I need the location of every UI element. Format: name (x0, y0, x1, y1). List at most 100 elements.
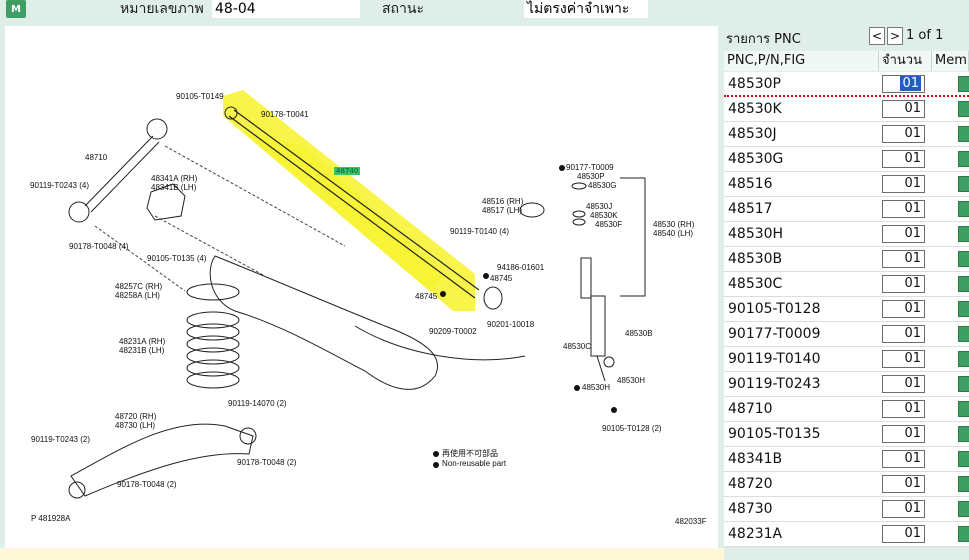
diagram-label[interactable]: 90119-T0243 (4) (30, 181, 89, 190)
diagram-label[interactable]: 48745 (490, 274, 513, 283)
diagram-label[interactable]: 90119-T0243 (2) (31, 435, 90, 444)
memo-icon[interactable] (958, 376, 969, 392)
parts-diagram[interactable]: 48740 90105-T0149 90178-T0041 48710 9011… (5, 26, 718, 548)
diagram-label[interactable]: 48530G (588, 181, 617, 190)
diagram-label[interactable]: 90178-T0048 (4) (69, 242, 129, 251)
memo-icon[interactable] (958, 76, 969, 92)
memo-icon[interactable] (958, 276, 969, 292)
memo-icon[interactable] (958, 451, 969, 467)
qty-field[interactable]: 01 (882, 450, 925, 468)
diagram-label[interactable]: 48257C (RH) (115, 282, 163, 291)
qty-field[interactable]: 01 (882, 375, 925, 393)
diagram-label[interactable]: 48530J (586, 202, 613, 211)
qty-field[interactable]: 01 (882, 425, 925, 443)
qty-field[interactable]: 01 (882, 150, 925, 168)
qty-field[interactable]: 01 (882, 75, 925, 93)
memo-icon[interactable] (958, 226, 969, 242)
diagram-label[interactable]: 48341A (RH) (151, 174, 198, 183)
qty-field[interactable]: 01 (882, 200, 925, 218)
qty-field[interactable]: 01 (882, 475, 925, 493)
diagram-label[interactable]: 48720 (RH) (115, 412, 157, 421)
diagram-label[interactable]: 48540 (LH) (653, 229, 694, 238)
diagram-label[interactable]: 48341B (LH) (151, 183, 197, 192)
memo-icon[interactable] (958, 301, 969, 317)
qty-field[interactable]: 01 (882, 275, 925, 293)
diagram-label[interactable]: 48530B (625, 329, 653, 338)
diagram-label[interactable]: 90178-T0041 (261, 110, 309, 119)
diagram-label[interactable]: 48530 (RH) (653, 220, 695, 229)
diagram-label[interactable]: 48530P (577, 172, 605, 181)
highlighted-part-label[interactable]: 48740 (334, 167, 361, 175)
column-header-pnc[interactable]: PNC,P/N,FIG (724, 51, 879, 71)
diagram-label[interactable]: 48710 (85, 153, 108, 162)
diagram-label[interactable]: 90209-T0002 (429, 327, 477, 336)
memo-icon[interactable] (958, 251, 969, 267)
memo-icon[interactable] (958, 426, 969, 442)
memo-icon[interactable] (958, 501, 969, 517)
memo-icon[interactable] (958, 476, 969, 492)
diagram-label[interactable]: 90177-T0009 (566, 163, 614, 172)
diagram-label[interactable]: 90105-T0149 (176, 92, 224, 101)
memo-icon[interactable] (958, 351, 969, 367)
diagram-label[interactable]: 90119-T0140 (4) (450, 227, 509, 236)
diagram-label[interactable]: 48530C (563, 342, 592, 351)
memo-icon[interactable] (958, 151, 969, 167)
diagram-label[interactable]: 48530H (582, 383, 611, 392)
diagram-label[interactable]: 48745 (415, 292, 438, 301)
memo-icon[interactable] (958, 126, 969, 142)
diagram-label[interactable]: 48530H (617, 376, 646, 385)
qty-field[interactable]: 01 (882, 350, 925, 368)
qty-field[interactable]: 01 (882, 250, 925, 268)
prev-page-button[interactable]: < (869, 27, 885, 45)
image-number-field[interactable]: 48-04 (212, 0, 360, 18)
column-header-memo[interactable]: Mem (932, 51, 969, 71)
memo-icon[interactable] (958, 176, 969, 192)
qty-field[interactable]: 01 (882, 400, 925, 418)
qty-field[interactable]: 01 (882, 300, 925, 318)
diagram-label[interactable]: 48530F (595, 220, 623, 229)
diagram-label[interactable]: 90105-T0135 (4) (147, 254, 207, 263)
memo-icon[interactable] (958, 101, 969, 117)
memo-icon[interactable] (958, 326, 969, 342)
next-page-button[interactable]: > (887, 27, 903, 45)
diagram-label[interactable]: 94186-01601 (497, 263, 545, 272)
app-logo-icon[interactable]: M (6, 0, 26, 18)
diagram-label[interactable]: 48730 (LH) (115, 421, 156, 430)
qty-field[interactable]: 01 (882, 525, 925, 543)
diagram-label[interactable]: 90178-T0048 (2) (237, 458, 297, 467)
diagram-label[interactable]: 48517 (LH) (482, 206, 523, 215)
diagram-label[interactable]: 90178-T0048 (2) (117, 480, 177, 489)
diagram-label[interactable]: 90105-T0128 (2) (602, 424, 662, 433)
diagram-label[interactable]: 48258A (LH) (115, 291, 160, 300)
diagram-label[interactable]: 48231B (LH) (119, 346, 165, 355)
qty-field[interactable]: 01 (882, 325, 925, 343)
qty-field[interactable]: 01 (882, 125, 925, 143)
diagram-label[interactable]: 90201-10018 (487, 320, 535, 329)
memo-icon[interactable] (958, 526, 969, 542)
diagram-label[interactable]: 48231A (RH) (119, 337, 166, 346)
column-header-qty[interactable]: จำนวน (879, 51, 932, 71)
qty-field[interactable]: 01 (882, 100, 925, 118)
diagram-label[interactable]: 90119-14070 (2) (228, 399, 287, 408)
memo-icon[interactable] (958, 401, 969, 417)
memo-icon[interactable] (958, 201, 969, 217)
diagram-label[interactable]: 48530K (590, 211, 618, 220)
